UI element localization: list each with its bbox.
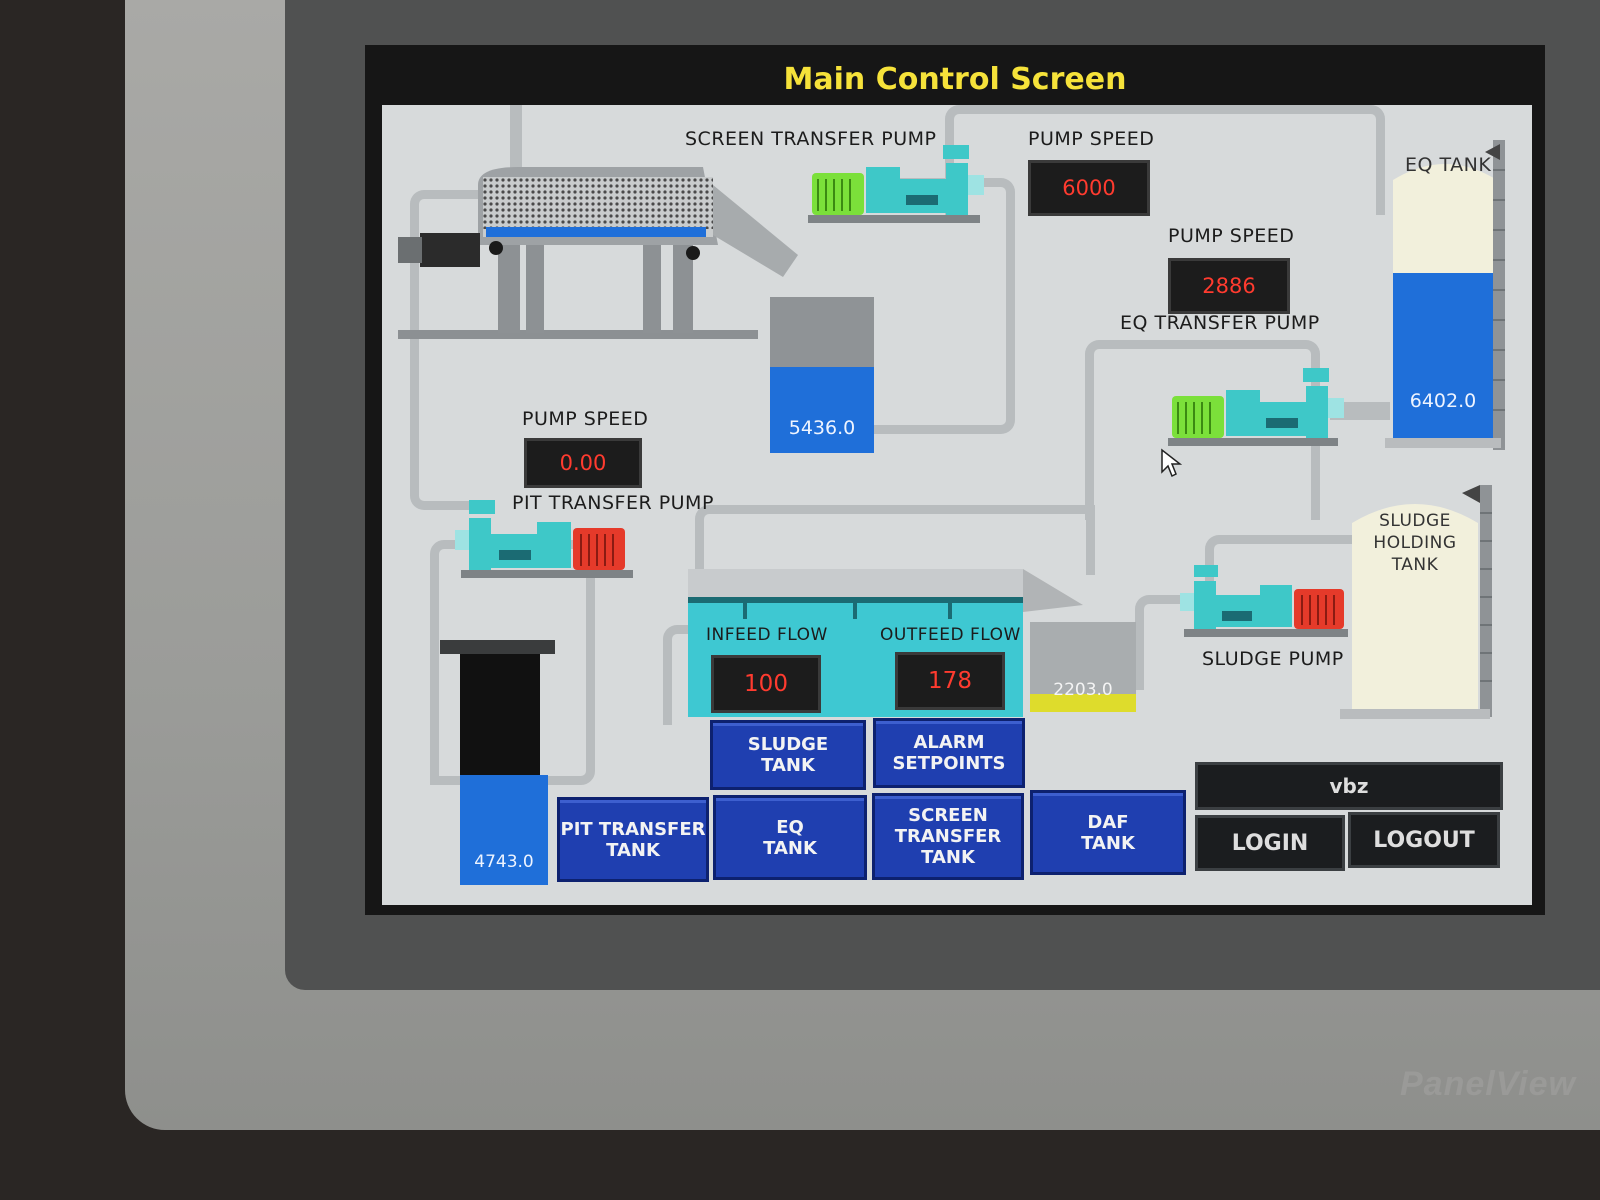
pipe-daf-in bbox=[663, 625, 703, 725]
eq-transfer-pump[interactable] bbox=[1168, 368, 1348, 455]
screen-transfer-pump-label: SCREEN TRANSFER PUMP bbox=[685, 128, 937, 150]
daf-sludge-tank[interactable]: 2203.0 bbox=[1030, 622, 1136, 712]
sludge-pump[interactable] bbox=[1180, 565, 1350, 645]
pit-transfer-pump[interactable] bbox=[455, 500, 635, 587]
pipe-screener-feed bbox=[410, 190, 490, 490]
pipe-screen-discharge bbox=[945, 105, 1385, 215]
mouse-cursor-icon bbox=[1160, 448, 1183, 483]
screen-transfer-tank[interactable]: 5436.0 bbox=[770, 297, 874, 453]
eq-tank-level bbox=[1393, 273, 1493, 438]
current-user-display: vbz bbox=[1195, 762, 1503, 810]
pipe-eq-pump-out bbox=[1330, 402, 1390, 420]
outfeed-flow-label: OUTFEED FLOW bbox=[880, 625, 1021, 645]
screen-transfer-tank-level bbox=[770, 367, 874, 453]
infeed-flow-label: INFEED FLOW bbox=[706, 625, 828, 645]
pit-transfer-pump-label: PIT TRANSFER PUMP bbox=[512, 492, 714, 514]
pit-tank-level bbox=[460, 774, 548, 885]
nav-daf-tank-button[interactable]: DAF TANK bbox=[1030, 790, 1186, 875]
login-button[interactable]: LOGIN bbox=[1195, 815, 1345, 871]
sludge-holding-tank-label: SLUDGE HOLDING TANK bbox=[1373, 511, 1457, 575]
eq-pump-speed-label: PUMP SPEED bbox=[1168, 225, 1295, 247]
pit-pump-speed-display: 0.00 bbox=[524, 438, 642, 488]
infeed-flow-display: 100 bbox=[711, 655, 821, 713]
nav-pit-transfer-tank-button[interactable]: PIT TRANSFER TANK bbox=[557, 797, 709, 882]
brand-logo: PanelView bbox=[1400, 1065, 1576, 1103]
nav-sludge-tank-button[interactable]: SLUDGE TANK bbox=[710, 720, 866, 790]
logout-button[interactable]: LOGOUT bbox=[1348, 812, 1500, 868]
eq-tank-label: EQ TANK bbox=[1405, 154, 1492, 176]
screen-pump-speed-label: PUMP SPEED bbox=[1028, 128, 1155, 150]
pipe-sludge-out bbox=[1205, 535, 1365, 585]
screen-transfer-pump[interactable] bbox=[808, 145, 988, 232]
pit-pump-speed-label: PUMP SPEED bbox=[522, 408, 649, 430]
screen-transfer-tank-value: 5436.0 bbox=[788, 417, 856, 439]
outfeed-flow-display: 178 bbox=[895, 652, 1005, 710]
pipe-eq-to-daf bbox=[695, 505, 1095, 575]
eq-transfer-pump-label: EQ TRANSFER PUMP bbox=[1120, 312, 1320, 334]
pit-tank-rim bbox=[440, 640, 555, 654]
page-title: Main Control Screen bbox=[783, 62, 1127, 97]
rotary-screen bbox=[398, 105, 798, 345]
nav-alarm-setpoints-button[interactable]: ALARM SETPOINTS bbox=[873, 718, 1025, 788]
pit-transfer-tank[interactable]: 4743.0 bbox=[440, 640, 555, 885]
sludge-holding-tank[interactable]: SLUDGE HOLDING TANK bbox=[1340, 485, 1505, 723]
sludge-pump-label: SLUDGE PUMP bbox=[1202, 648, 1344, 670]
daf-sludge-tank-value: 2203.0 bbox=[1053, 680, 1113, 700]
daf-sludge-tank-level bbox=[1030, 694, 1136, 712]
pipe-sludge-in bbox=[1135, 595, 1195, 690]
nav-screen-transfer-tank-button[interactable]: SCREEN TRANSFER TANK bbox=[872, 793, 1024, 880]
eq-pump-speed-display: 2886 bbox=[1168, 258, 1290, 314]
screen-pump-speed-display: 6000 bbox=[1028, 160, 1150, 216]
nav-eq-tank-button[interactable]: EQ TANK bbox=[713, 795, 867, 880]
pit-tank-value: 4743.0 bbox=[474, 852, 534, 872]
pipe-pit-riser bbox=[410, 470, 490, 510]
eq-tank-value: 6402.0 bbox=[1409, 390, 1477, 412]
eq-tank[interactable]: EQ TANK 6402.0 bbox=[1385, 140, 1505, 450]
